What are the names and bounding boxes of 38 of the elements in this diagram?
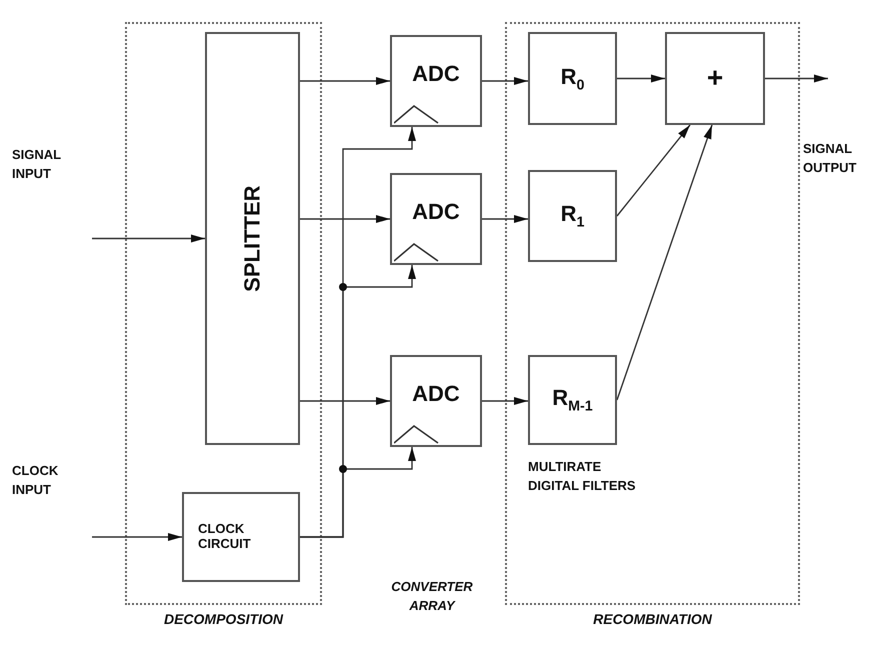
- box-label: ADC: [412, 199, 460, 225]
- arrow: [300, 447, 416, 538]
- arrow: [92, 234, 205, 242]
- text-label: SIGNAL INPUT: [12, 146, 62, 183]
- box-label: R$_{1}$: [560, 201, 584, 231]
- text-label: CONVERTER ARRAY: [390, 578, 474, 615]
- arrow: [616, 124, 691, 216]
- arrow: [92, 533, 182, 541]
- adc-box: [390, 35, 482, 127]
- arrow: [482, 397, 528, 405]
- adc-box: [390, 173, 482, 265]
- box-label: +: [706, 62, 724, 95]
- group-heading: DECOMPOSITION: [162, 611, 284, 627]
- box-label: ADC: [412, 381, 460, 407]
- filter-box: [528, 355, 617, 445]
- arrow: [300, 397, 390, 405]
- box-label: SPLITTER: [240, 185, 266, 292]
- text-label: SIGNAL OUTPUT: [803, 140, 858, 177]
- group-heading: RECOMBINATION: [592, 611, 713, 627]
- text-label: MULTIRATE DIGITAL FILTERS: [528, 458, 637, 495]
- filter-box: [528, 170, 617, 262]
- box-label: ADC: [412, 61, 460, 87]
- adc-box: [390, 355, 482, 447]
- box-label: R$_{M-1}$: [552, 385, 593, 415]
- arrow: [300, 77, 390, 85]
- splitter-box: [205, 32, 300, 445]
- box-label: R$_{0}$: [560, 64, 584, 94]
- arrow: [300, 215, 390, 223]
- summer-box: [665, 32, 765, 125]
- box-label: CLOCK CIRCUIT: [197, 522, 252, 552]
- text-label: CLOCK INPUT: [12, 462, 60, 499]
- arrow: [765, 74, 828, 82]
- arrow: [616, 124, 713, 400]
- clock-circuit-box: [182, 492, 300, 582]
- arrow: [617, 74, 665, 82]
- arrow: [482, 215, 528, 223]
- filter-box: [528, 32, 617, 125]
- arrow: [482, 77, 528, 85]
